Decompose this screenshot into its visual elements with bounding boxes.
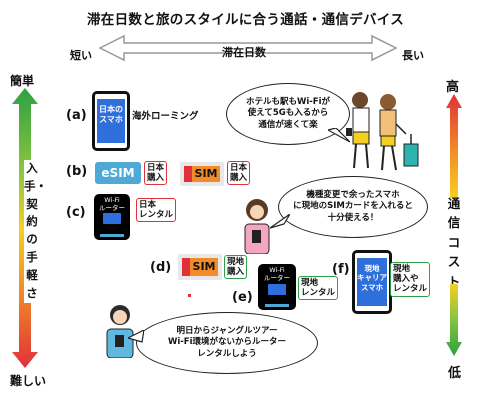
router-local-tag: 現地 レンタル <box>298 276 339 301</box>
esim-icon: eSIM <box>95 162 141 184</box>
sim-card-local-icon: SIM <box>178 254 222 280</box>
left-axis-easy-label: 簡単 <box>10 74 35 88</box>
item-c-letter: (c) <box>66 205 86 220</box>
duration-arrow <box>98 34 398 62</box>
cost-low-arrow <box>446 284 462 356</box>
travelers-illustration <box>346 92 419 171</box>
router-japan-tag: 日本 レンタル <box>136 198 177 223</box>
sim-card-japan-icon: SIM <box>180 162 224 186</box>
phone-local-tag: 現地 購入や レンタル <box>390 262 431 297</box>
cost-high-arrow <box>446 94 462 198</box>
item-f-letter: (f) <box>332 262 350 277</box>
hotel-wifi-speech-bubble: ホテルも駅もWi-Fiが 使えて5Gも入るから 通信が速くて楽 <box>226 83 350 145</box>
left-axis-hard-label: 難しい <box>10 374 47 388</box>
decorative-dot <box>188 294 191 297</box>
axis-duration-label: 滞在日数 <box>222 46 266 59</box>
local-router-text: Wi-Fi ルーター <box>264 266 290 282</box>
japan-router-text: Wi-Fi ルーター <box>99 196 125 212</box>
japan-wifi-router-icon: Wi-Fi ルーター <box>94 194 130 240</box>
item-e-letter: (e) <box>232 290 253 305</box>
sim-swap-speech-bubble: 機種変更で余ったスマホ に現地のSIMカードを入れると 十分使える！ <box>278 176 428 238</box>
local-wifi-router-icon: Wi-Fi ルーター <box>258 264 296 310</box>
item-d-letter: (d) <box>150 260 172 275</box>
right-axis-cost-label: 通信コスト <box>447 196 461 289</box>
sim-card-local-label: SIM <box>190 258 218 276</box>
left-axis-middle-label: 入手・契約の手軽さ <box>24 160 47 303</box>
japan-phone-screen-text: 日本の スマホ <box>97 99 125 143</box>
local-phone-screen-text: 現地 キャリア スマホ <box>357 258 387 306</box>
jungle-bubble-tail <box>128 330 144 343</box>
diagram-title: 滞在日数と旅のスタイルに合う通話・通信デバイス <box>87 12 404 28</box>
esim-japan-tag: 日本 購入 <box>144 161 168 186</box>
sim-swap-bubble-tail <box>270 214 290 229</box>
sim-card-japan-label: SIM <box>192 166 220 182</box>
sim-japan-tag: 日本 購入 <box>227 161 251 186</box>
japan-phone-icon: 日本の スマホ <box>92 91 130 151</box>
item-b-letter: (b) <box>66 164 88 179</box>
item-a-label: 海外ローミング <box>132 111 199 122</box>
item-a-letter: (a) <box>66 108 87 123</box>
man-with-router-illustration <box>106 305 134 358</box>
local-carrier-phone-icon: 現地 キャリア スマホ <box>352 250 392 314</box>
axis-short-label: 短い <box>70 49 92 62</box>
right-axis-high-label: 高 <box>446 80 460 95</box>
sim-local-tag: 現地 購入 <box>224 255 248 280</box>
axis-long-label: 長い <box>402 49 424 62</box>
hotel-bubble-tail <box>328 128 350 143</box>
right-axis-low-label: 低 <box>448 366 462 381</box>
woman-with-phone-illustration <box>244 199 270 254</box>
jungle-tour-speech-bubble: 明日からジャングルツアー Wi-Fi環境がないからルーター レンタルしよう <box>136 312 318 374</box>
